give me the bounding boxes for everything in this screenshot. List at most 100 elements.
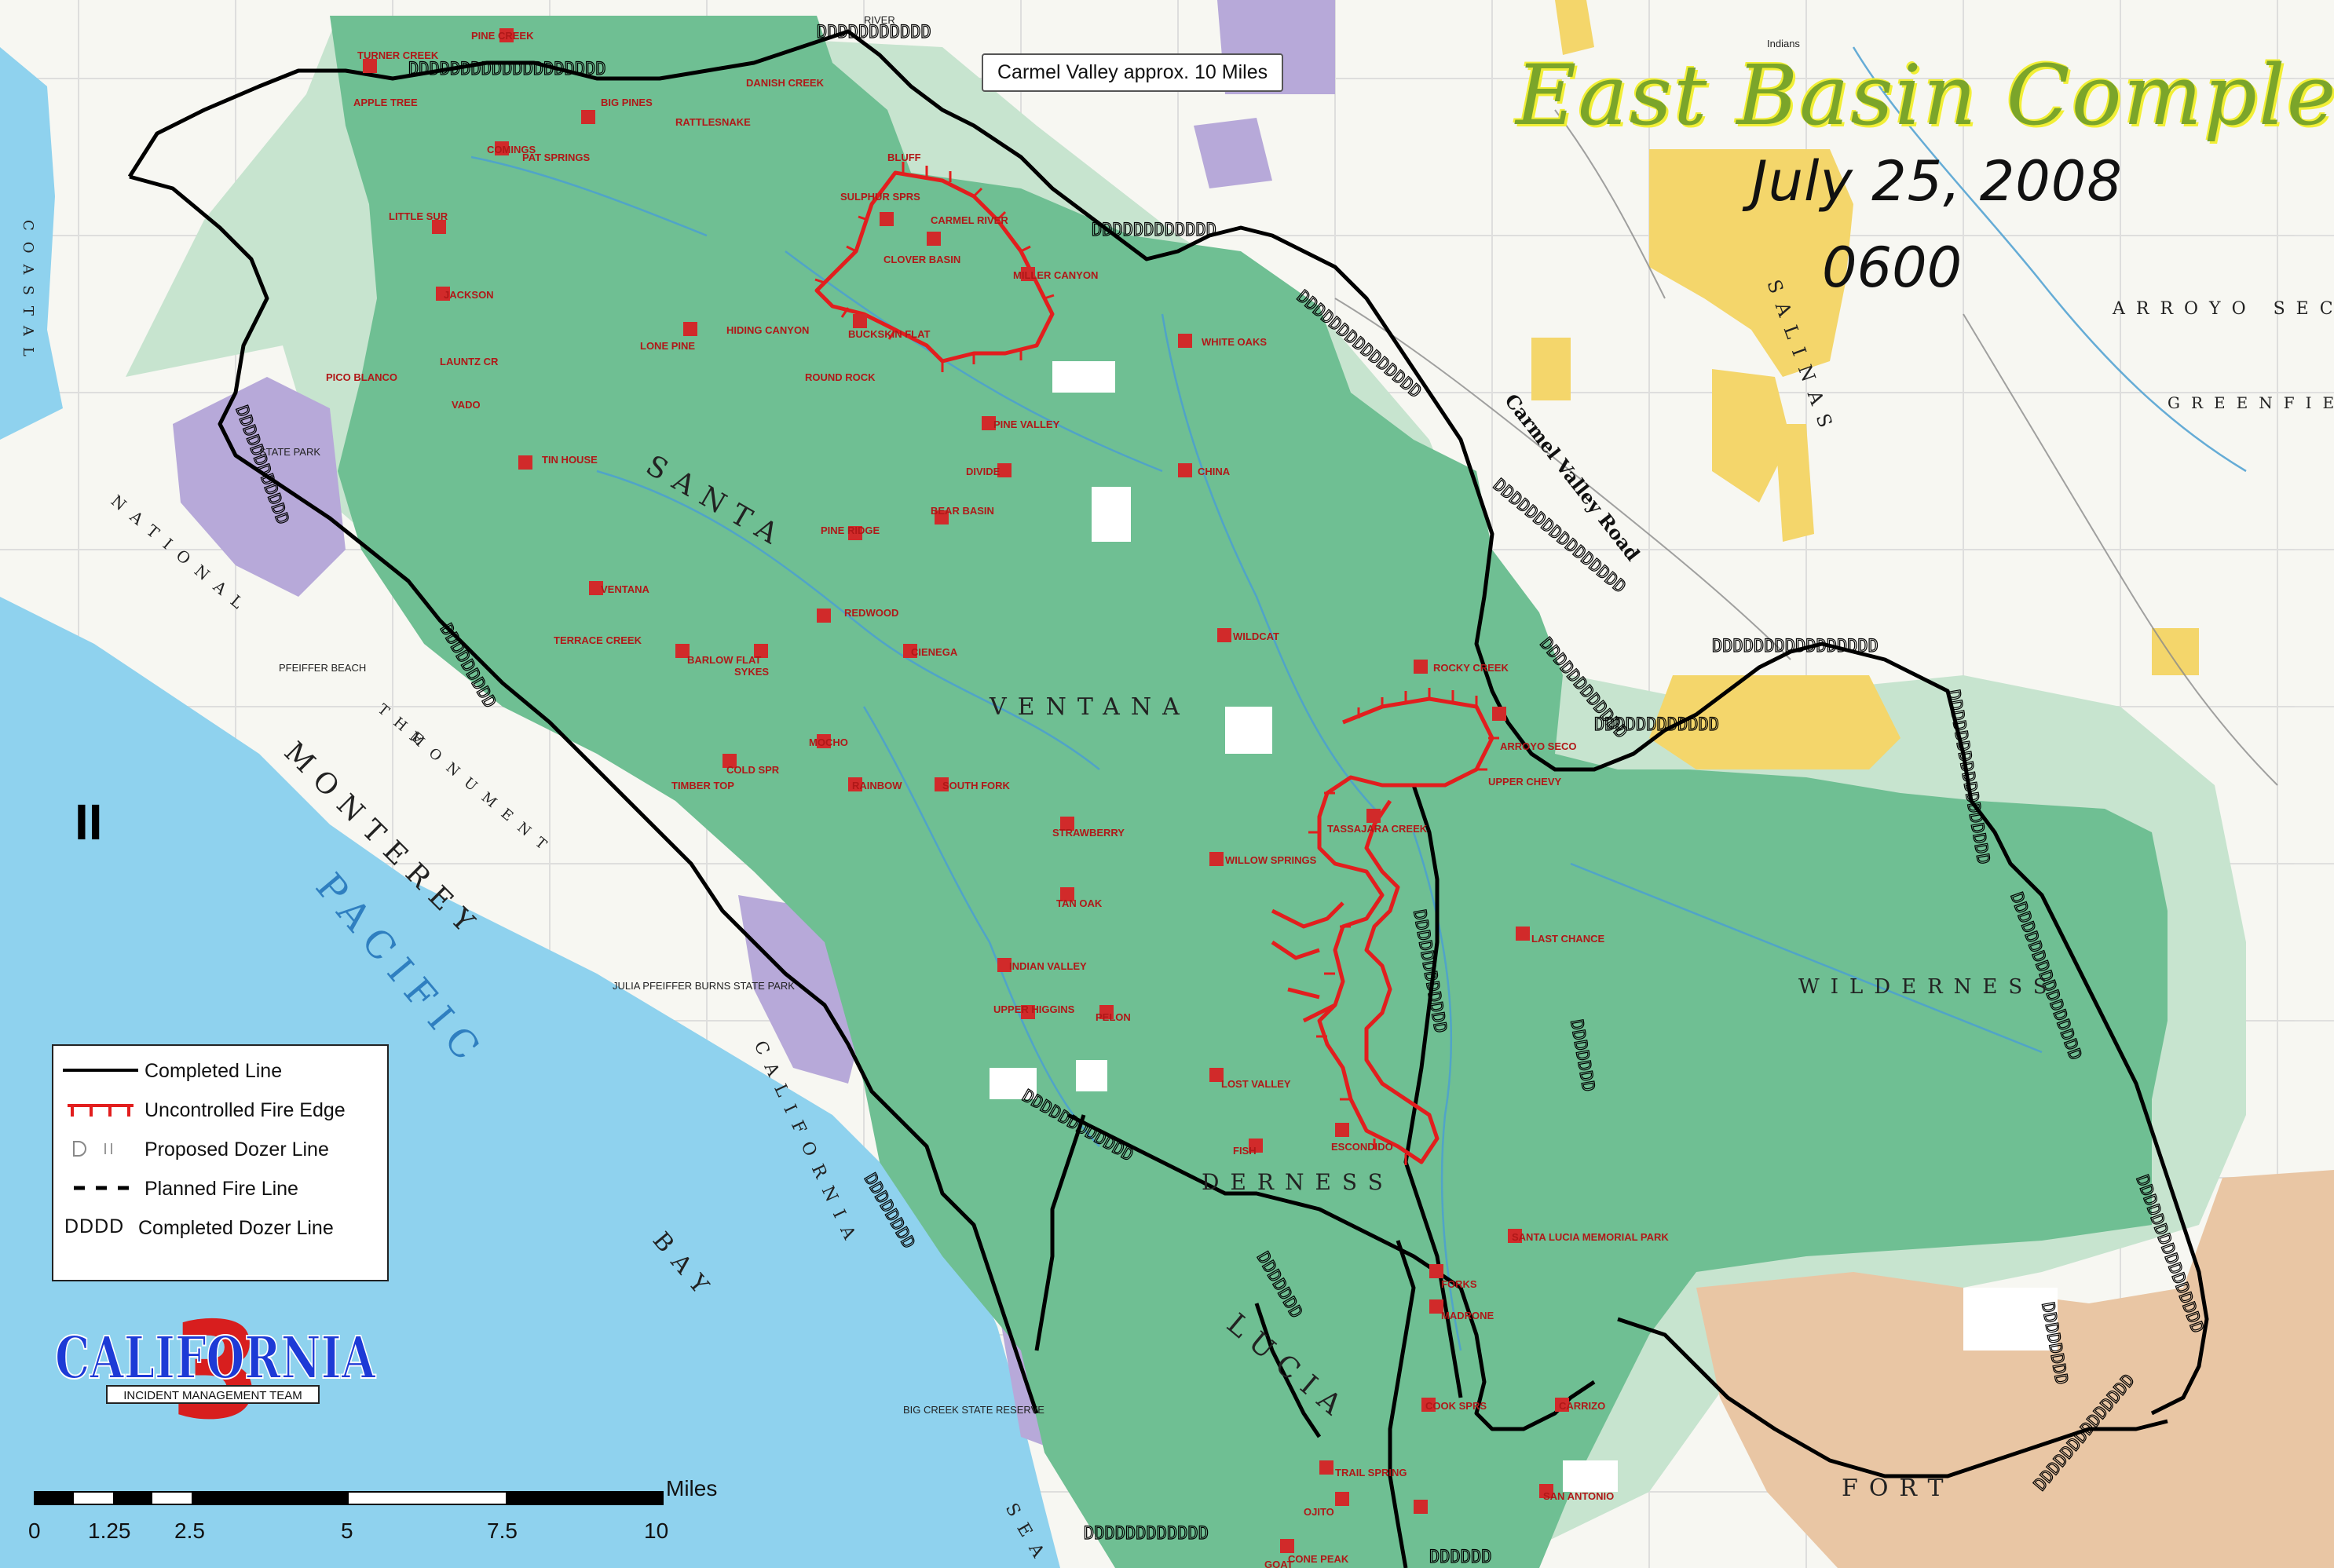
place-label: ESCONDIDO bbox=[1331, 1141, 1393, 1153]
place-label: STRAWBERRY bbox=[1052, 827, 1125, 839]
scale-unit: Miles bbox=[666, 1476, 718, 1500]
place-label: VADO bbox=[452, 399, 481, 411]
map-date: July 25, 2008 bbox=[1751, 149, 2123, 214]
place-label: RAINBOW bbox=[852, 780, 902, 791]
place-label: JULIA PFEIFFER BURNS STATE PARK bbox=[613, 980, 795, 992]
place-label: TASSAJARA CREEK bbox=[1327, 823, 1428, 835]
roads bbox=[1334, 109, 2278, 786]
place-label: PFEIFFER BEACH bbox=[279, 662, 366, 674]
place-label: BARLOW FLAT bbox=[687, 654, 761, 666]
place-label: VENTANA bbox=[601, 583, 649, 595]
legend-label: Uncontrolled Fire Edge bbox=[145, 1099, 346, 1121]
legend-completed-line: Completed Line bbox=[53, 1051, 387, 1090]
place-label: UPPER HIGGINS bbox=[993, 1003, 1075, 1015]
place-label: TIN HOUSE bbox=[542, 454, 598, 466]
place-label: SOUTH FORK bbox=[942, 780, 1011, 791]
place-label: UPPER CHEVY bbox=[1488, 776, 1562, 788]
place-label: ROUND ROCK bbox=[805, 371, 876, 383]
place-label: CHINA bbox=[1198, 466, 1231, 477]
place-label: Indians bbox=[1767, 38, 1800, 49]
logo-text: CALIFORNIA bbox=[55, 1325, 376, 1392]
map-legend: Completed Line Uncontrolled Fire Edge Pr… bbox=[52, 1044, 389, 1281]
place-label: SAN ANTONIO bbox=[1543, 1490, 1614, 1502]
scale-tick-3: 5 bbox=[341, 1519, 353, 1543]
place-label: LONE PINE bbox=[640, 340, 695, 352]
place-label: PINE CREEK bbox=[471, 30, 534, 42]
place-label: CIENEGA bbox=[911, 646, 958, 658]
logo-graphic: 3 CALIFORNIA INCIDENT MANAGEMENT TEAM bbox=[54, 1294, 377, 1449]
scale-tick-0: 0 bbox=[28, 1519, 41, 1543]
place-label: ARROYO SECO bbox=[1500, 740, 1577, 752]
region-label: DERNESS bbox=[1202, 1169, 1394, 1195]
place-label: SYKES bbox=[734, 666, 769, 678]
legend-label: Completed Dozer Line bbox=[138, 1217, 334, 1239]
region-label: WILDERNESS bbox=[1798, 975, 2058, 999]
svg-text:DDDDDDDDDDDD: DDDDDDDDDDDD bbox=[1594, 715, 1719, 735]
place-label: LITTLE SUR bbox=[389, 210, 448, 222]
region-label: GREENFIELD bbox=[2168, 393, 2334, 412]
place-label: ROCKY CREEK bbox=[1433, 662, 1509, 674]
legend-label: Completed Line bbox=[145, 1060, 283, 1082]
california-imt3-logo: 3 CALIFORNIA INCIDENT MANAGEMENT TEAM bbox=[52, 1294, 382, 1449]
place-label: JACKSON bbox=[444, 289, 494, 301]
completed-line bbox=[127, 29, 2209, 1568]
distance-callout: Carmel Valley approx. 10 Miles bbox=[982, 53, 1284, 92]
place-label: COLD SPR bbox=[726, 764, 780, 776]
place-label: TIMBER TOP bbox=[671, 780, 734, 791]
place-label: INDIAN VALLEY bbox=[1009, 960, 1087, 972]
place-label: BLUFF bbox=[887, 152, 921, 163]
legend-planned-fire-line: Planned Fire Line bbox=[53, 1168, 387, 1208]
place-label: LAST CHANCE bbox=[1531, 933, 1604, 945]
place-label: FISH bbox=[1233, 1145, 1257, 1157]
svg-text:DDDDDDDDDDDDDDDDDDD: DDDDDDDDDDDDDDDDDDD bbox=[408, 60, 606, 79]
place-label: WHITE OAKS bbox=[1202, 336, 1267, 348]
region-label: VENTANA bbox=[989, 693, 1191, 721]
fire-edge-symbol bbox=[68, 1104, 134, 1117]
legend-completed-dozer-line: DDDD Completed Dozer Line bbox=[53, 1208, 387, 1247]
svg-text:DDDDDD: DDDDDD bbox=[1429, 1548, 1491, 1567]
planned-fire-line-symbol bbox=[74, 1186, 138, 1190]
place-label: APPLE TREE bbox=[353, 97, 418, 108]
place-label: BEAR BASIN bbox=[931, 505, 994, 517]
place-label: TRAIL SPRING bbox=[1335, 1467, 1407, 1478]
north-indicator: II bbox=[75, 794, 103, 850]
place-label: RIVER bbox=[864, 14, 895, 26]
private-parcels bbox=[1531, 0, 2199, 769]
place-label: CARRIZO bbox=[1559, 1400, 1605, 1412]
place-label: COMINGS bbox=[487, 144, 536, 155]
legend-uncontrolled-fire-edge: Uncontrolled Fire Edge bbox=[53, 1090, 387, 1129]
ventana-wilderness bbox=[330, 16, 2168, 1568]
place-label: WILLOW SPRINGS bbox=[1225, 854, 1317, 866]
scale-tick-5: 10 bbox=[644, 1519, 669, 1543]
place-label: LOST VALLEY bbox=[1221, 1078, 1291, 1090]
place-label: DANISH CREEK bbox=[746, 77, 825, 89]
region-label: COASTAL bbox=[20, 220, 36, 367]
map-time: 0600 bbox=[1822, 236, 1963, 300]
place-label: GOAT bbox=[1264, 1559, 1293, 1568]
logo-number: 3 bbox=[170, 1307, 262, 1425]
region-label: ARROYO SEC bbox=[2112, 299, 2334, 319]
place-label-layer: PINE CREEK TURNER CREEK APPLE TREE DANISH C… bbox=[259, 14, 1800, 1568]
completed-dozer-symbol: DDDD bbox=[64, 1215, 125, 1237]
place-label: MILLER CANYON bbox=[1013, 269, 1098, 281]
svg-text:DDDDDDDDDDD: DDDDDDDDDDD bbox=[817, 23, 931, 42]
place-label: WILDCAT bbox=[1233, 630, 1279, 642]
place-label: OJITO bbox=[1304, 1506, 1334, 1518]
place-label: BUCKSKIN FLAT bbox=[848, 328, 931, 340]
place-label: PINE VALLEY bbox=[993, 418, 1060, 430]
place-label: HIDING CANYON bbox=[726, 324, 809, 336]
place-label: STATE PARK bbox=[259, 446, 320, 458]
coastal-water-north bbox=[0, 47, 63, 440]
completed-line-symbol bbox=[63, 1069, 138, 1072]
svg-text:DDDDDDDDDDDDDDDD: DDDDDDDDDDDDDDDD bbox=[1712, 637, 1879, 656]
place-label: CONE PEAK bbox=[1288, 1553, 1349, 1565]
place-label: RATTLESNAKE bbox=[675, 116, 751, 128]
place-label: BIG CREEK STATE RESERVE bbox=[903, 1404, 1044, 1416]
place-label: COOK SPRS bbox=[1425, 1400, 1487, 1412]
place-label: TURNER CREEK bbox=[357, 49, 439, 61]
place-label: DIVIDE bbox=[966, 466, 1001, 477]
place-label: FORKS bbox=[1441, 1278, 1477, 1290]
svg-text:DDDDDDDDDDDD: DDDDDDDDDDDD bbox=[1092, 221, 1216, 240]
legend-label: Planned Fire Line bbox=[145, 1178, 298, 1200]
